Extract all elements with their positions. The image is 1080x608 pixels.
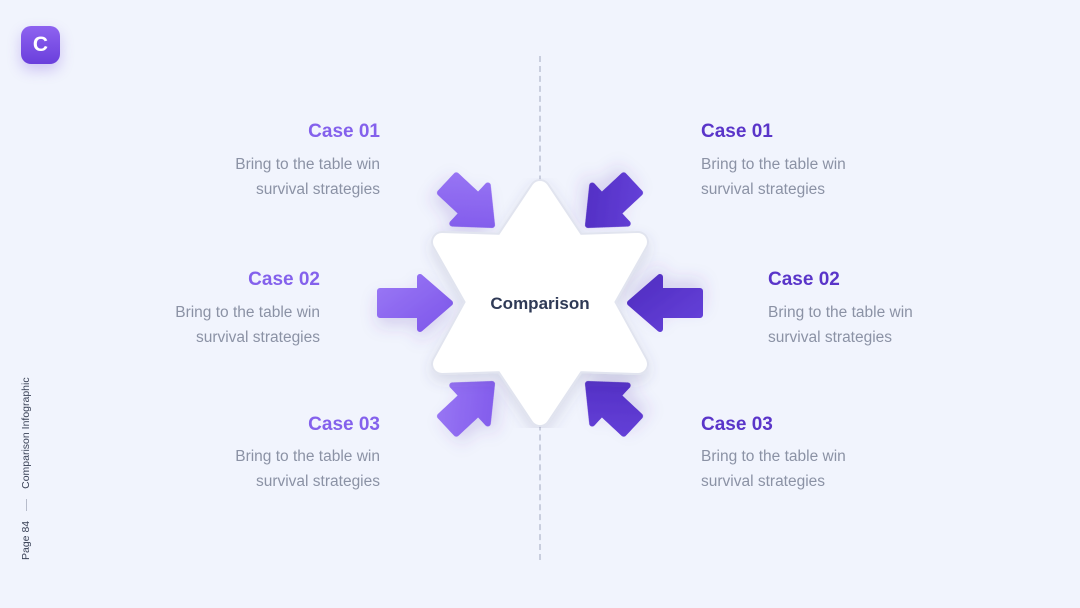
arrow-right-top-icon [585,172,644,228]
left-case-1-desc: Bring to the table win survival strategi… [180,152,380,202]
left-case-1-line1: Bring to the table win [235,156,380,173]
footer-separator [25,498,27,511]
arrow-left-bottom-icon [436,381,495,437]
left-case-1-title: Case 01 [308,121,380,142]
left-case-1-line2: survival strategies [255,181,380,198]
logo-letter: C [32,33,49,56]
right-case-2-line2: survival strategies [768,329,893,346]
right-case-2-line1: Bring to the table win [768,304,913,321]
comparison-star-shape [431,179,649,427]
section-title: Comparison Infographic [20,377,32,489]
right-case-3-title: Case 03 [701,414,773,435]
arrow-right-bottom-icon [585,381,644,437]
page-number: Page 84 [20,520,32,560]
left-case-3-desc: Bring to the table win survival strategi… [180,444,380,494]
right-case-1-desc: Bring to the table win survival strategi… [701,152,901,202]
right-case-2-desc: Bring to the table win survival strategi… [768,300,968,350]
left-case-3-title: Case 03 [308,414,380,435]
footer-vertical: Page 84 Comparison Infographic [20,377,32,560]
right-case-2-title: Case 02 [768,269,840,290]
right-case-1-line2: survival strategies [701,181,826,198]
right-case-1-title: Case 01 [701,121,773,142]
center-label: Comparison [490,294,590,313]
right-case-3-line1: Bring to the table win [701,448,846,465]
left-case-2-line2: survival strategies [195,329,320,346]
logo-badge[interactable]: C [21,26,60,64]
arrow-right-middle-icon [627,274,703,332]
right-case-3-desc: Bring to the table win survival strategi… [701,444,901,494]
right-case-3-line2: survival strategies [701,473,826,490]
arrow-left-top-icon [436,172,495,228]
left-case-2-desc: Bring to the table win survival strategi… [120,300,320,350]
left-case-2-line1: Bring to the table win [175,304,320,321]
left-case-3-line2: survival strategies [255,473,380,490]
left-case-3-line1: Bring to the table win [235,448,380,465]
arrow-left-middle-icon [377,274,453,332]
right-case-1-line1: Bring to the table win [701,156,846,173]
left-case-2-title: Case 02 [248,269,320,290]
